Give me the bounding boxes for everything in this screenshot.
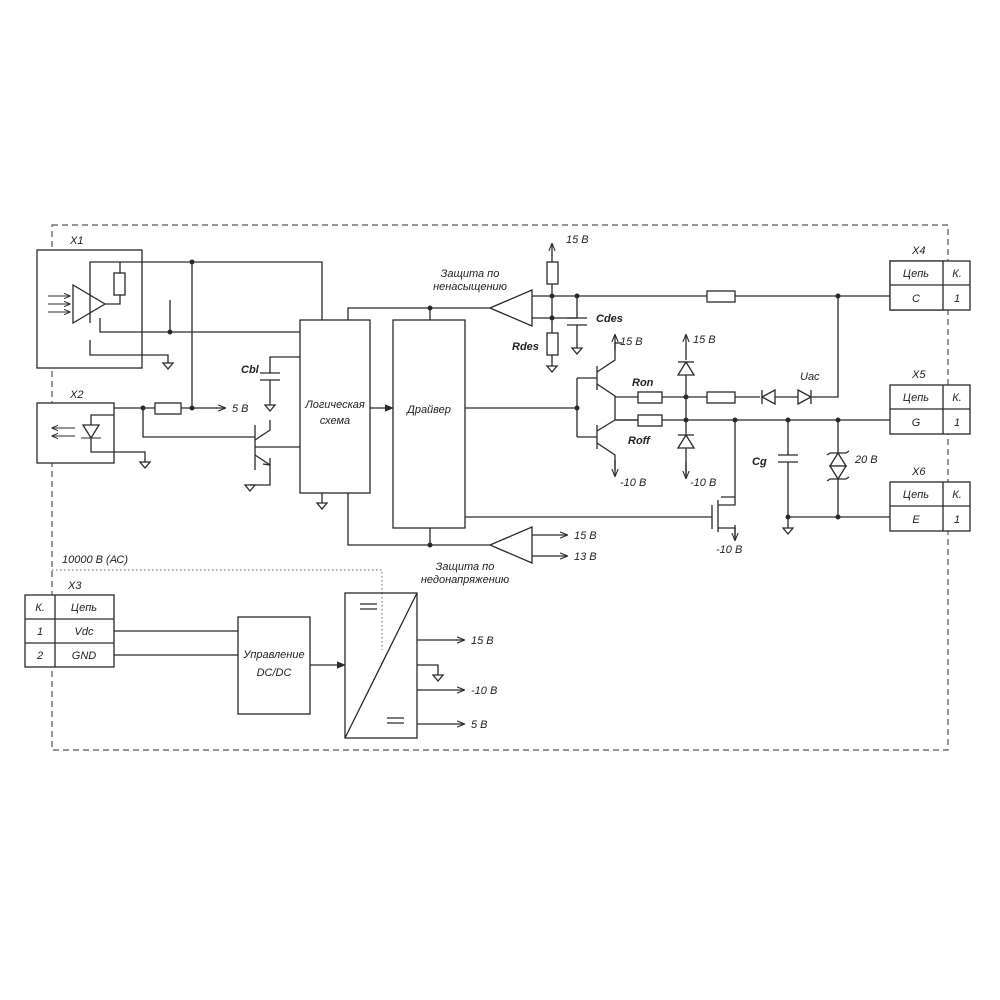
ground-icon (431, 674, 445, 683)
ground-icon (263, 404, 277, 413)
rdes-label: Rdes (512, 341, 539, 353)
x4-pin: 1 (954, 293, 960, 305)
x4-connector: X4 Цепь К. C 1 (889, 245, 971, 311)
led-resistor (154, 402, 182, 415)
dcdc-label-1: Управление (242, 649, 304, 661)
x3-net-1: Vdc (75, 626, 94, 638)
cg-label: Cg (752, 456, 767, 468)
logic-label-2: схема (320, 415, 350, 427)
x5-label: X5 (911, 369, 926, 381)
driver-label: Драйвер (405, 404, 451, 416)
x4-header-pin: К. (952, 268, 962, 280)
v15-q1-label: 15 В (620, 336, 643, 348)
x2-box (36, 402, 115, 464)
collector-resistor (706, 290, 736, 303)
ron-resistor (637, 391, 663, 404)
x3-pin-2: 2 (36, 650, 43, 662)
ron-label: Ron (632, 377, 654, 389)
x5-pin: 1 (954, 417, 960, 429)
isolation-label: 10000 В (АС) (62, 554, 128, 566)
x4-header-net: Цепь (903, 268, 929, 280)
x2-led (52, 414, 114, 453)
ground-icon (243, 484, 257, 493)
dcdc-control-block (237, 616, 311, 715)
x3-net-2: GND (72, 650, 97, 662)
rdes-resistor (546, 332, 559, 356)
v15-desat-label: 15 В (566, 234, 589, 246)
x3-label: X3 (67, 580, 82, 592)
x6-net: E (912, 514, 920, 526)
logic-block (299, 319, 371, 494)
roff-resistor (637, 414, 663, 427)
x4-label: X4 (911, 245, 925, 257)
ground-icon (570, 347, 584, 356)
x6-pin: 1 (954, 514, 960, 526)
v15-diode-label: 15 В (693, 334, 716, 346)
zener-label: 20 В (854, 454, 878, 466)
out-m10-label: -10 В (471, 685, 497, 697)
x5-connector: X5 Цепь К. G 1 (889, 369, 971, 435)
out-5-label: 5 В (471, 719, 488, 731)
cbl-label: Cbl (241, 364, 260, 376)
x4-net: C (912, 293, 920, 305)
x6-label: X6 (911, 466, 926, 478)
tvs-upper (828, 451, 848, 467)
dcdc-label-2: DC/DC (257, 667, 292, 679)
x6-header-net: Цепь (903, 489, 929, 501)
x3-header-net: Цепь (71, 602, 97, 614)
x3-pin-1: 1 (37, 626, 43, 638)
x2-label: X2 (69, 389, 83, 401)
desat-comparator (488, 289, 533, 327)
ground-icon (781, 527, 795, 536)
ground-icon (315, 502, 329, 511)
x3-connector: X3 К. Цепь 1 Vdc 2 GND (24, 580, 115, 668)
clamp-diode-bottom (676, 433, 696, 449)
x6-connector: X6 Цепь К. E 1 (889, 466, 971, 532)
vm10-mosfet-label: -10 В (716, 544, 742, 556)
x5-header-pin: К. (952, 392, 962, 404)
desat-label-1: Защита по (441, 268, 500, 280)
uvlo-15-label: 15 В (574, 530, 597, 542)
ground-icon (138, 461, 152, 470)
uac-diode-1 (760, 388, 776, 406)
x6-header-pin: К. (952, 489, 962, 501)
miller-clamp-mosfet (711, 497, 736, 540)
logic-label-1: Логическая (304, 399, 365, 411)
x5-header-net: Цепь (903, 392, 929, 404)
vm10-diode-label: -10 В (690, 477, 716, 489)
desat-label-2: ненасыщению (433, 281, 507, 293)
uvlo-label-2: недонапряжению (421, 574, 509, 586)
ground-icon (545, 365, 559, 374)
led-driver-transistor (250, 420, 300, 486)
out-15-label: 15 В (471, 635, 494, 647)
cdes-label: Cdes (596, 313, 623, 325)
vm10-q2-label: -10 В (620, 477, 646, 489)
uac-label: Uac (800, 371, 820, 383)
x1-label: X1 (69, 235, 83, 247)
q1-transistor (596, 342, 637, 421)
x3-header-pin: К. (35, 602, 45, 614)
tvs-lower (828, 465, 848, 481)
q2-transistor (596, 419, 616, 470)
x1-feedback-resistor (113, 272, 126, 296)
clamp-diode-top (676, 360, 696, 376)
x1-receiver-amp (48, 261, 170, 363)
x5-net: G (912, 417, 921, 429)
roff-label: Roff (628, 435, 651, 447)
ground-icon (161, 362, 175, 371)
driver-block (392, 319, 466, 529)
uvlo-label-1: Защита по (436, 561, 495, 573)
uac-resistor (706, 391, 736, 404)
v5-logic-label: 5 В (232, 403, 249, 415)
desat-pullup-resistor (546, 261, 559, 285)
uac-diode-2 (797, 388, 813, 406)
uvlo-13-label: 13 В (574, 551, 597, 563)
uvlo-comparator (488, 526, 533, 564)
